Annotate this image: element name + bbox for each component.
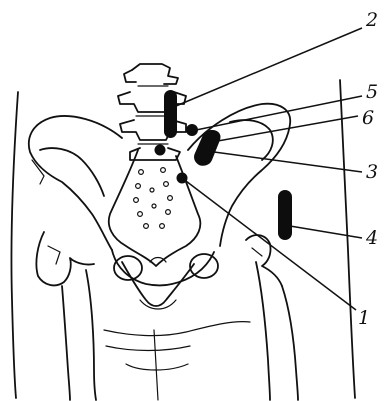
labels: 2 5 6 3 4 1 [358,9,378,329]
label-2: 2 [365,9,378,31]
marker-sacral-dot [155,145,166,156]
label-3: 3 [366,161,378,183]
sacrum [109,150,201,266]
label-1: 1 [358,307,370,329]
label-5: 5 [366,81,378,103]
leader-6 [212,116,358,142]
right-ilium [188,104,290,246]
leader-5 [196,96,362,130]
left-femur [36,232,96,400]
leader-2 [176,28,362,106]
left-ilium [29,116,122,250]
label-4: 4 [365,227,378,249]
marker-4-bar [278,190,292,240]
lower-contours [104,322,250,400]
leader-1 [182,178,356,310]
marker-points [155,90,293,240]
label-6: 6 [362,107,374,129]
body-outline [11,80,355,398]
leader-3 [214,152,362,172]
marker-2-bar [164,90,177,138]
marker-1-dot [177,173,188,184]
marker-3-bar [194,130,220,166]
leader-4 [290,226,362,238]
marker-5-dot [186,124,198,136]
